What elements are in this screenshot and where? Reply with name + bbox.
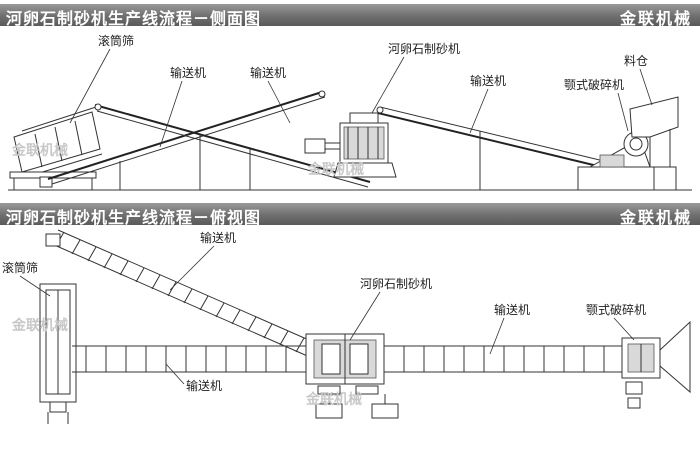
label-conveyor-side-2: 输送机 (250, 65, 286, 80)
conveyor-top-bottom (72, 345, 310, 373)
conveyor-side-3 (376, 106, 613, 190)
sand-maker-top (305, 333, 399, 419)
side-view-panel: 金联机械 金联机械 滚筒筛 输送机 输送机 河卵石制砂机 输送机 料仓 颚式破碎… (0, 27, 700, 197)
hopper-side (629, 96, 679, 191)
side-view-diagram: 金联机械 金联机械 滚筒筛 输送机 输送机 河卵石制砂机 输送机 料仓 颚式破碎… (8, 33, 692, 191)
label-trommel-side: 滚筒筛 (98, 33, 134, 48)
label-sand-maker-top: 河卵石制砂机 (360, 277, 432, 291)
conveyor-side-2 (94, 103, 371, 190)
trommel-top (39, 283, 77, 424)
side-watermark-center: 金联机械 (307, 161, 364, 178)
jaw-crusher-side (577, 131, 655, 191)
top-view-panel: 金联机械 金联机械 输送机 滚筒筛 河卵石制砂机 输送机 颚式破碎机 输送机 (0, 226, 700, 450)
top-watermark-left: 金联机械 (11, 317, 68, 334)
side-view-brand: 金联机械 (619, 9, 692, 28)
label-conveyor-top-incline: 输送机 (200, 230, 236, 245)
label-conveyor-top-right: 输送机 (494, 302, 530, 317)
label-hopper-side: 料仓 (624, 54, 648, 68)
label-conveyor-side-1: 输送机 (170, 65, 206, 80)
side-view-title: 河卵石制砂机生产线流程－侧面图 (6, 9, 262, 28)
conveyor-top-right (384, 345, 624, 373)
side-view-banner: 河卵石制砂机生产线流程－侧面图 金联机械 (0, 4, 700, 28)
sand-maker-side (304, 112, 397, 178)
label-conveyor-side-3: 输送机 (470, 73, 506, 88)
top-view-brand: 金联机械 (619, 208, 692, 227)
conveyor-top-incline (45, 229, 319, 359)
label-trommel-top: 滚筒筛 (2, 260, 38, 275)
label-jaw-crusher-top: 颚式破碎机 (586, 302, 646, 317)
label-jaw-crusher-side: 颚式破碎机 (564, 77, 624, 92)
top-view-diagram: 金联机械 金联机械 输送机 滚筒筛 河卵石制砂机 输送机 颚式破碎机 输送机 (2, 229, 691, 424)
top-view-banner: 河卵石制砂机生产线流程－俯视图 金联机械 (0, 203, 700, 227)
top-watermark-center: 金联机械 (305, 391, 362, 408)
top-view-title: 河卵石制砂机生产线流程－俯视图 (6, 208, 262, 227)
trommel-screen (9, 106, 103, 190)
hopper-top (659, 320, 691, 394)
label-sand-maker-side: 河卵石制砂机 (388, 42, 460, 56)
side-watermark-left: 金联机械 (11, 142, 68, 159)
jaw-crusher-top (621, 337, 661, 409)
label-conveyor-top-bottom: 输送机 (186, 378, 222, 393)
